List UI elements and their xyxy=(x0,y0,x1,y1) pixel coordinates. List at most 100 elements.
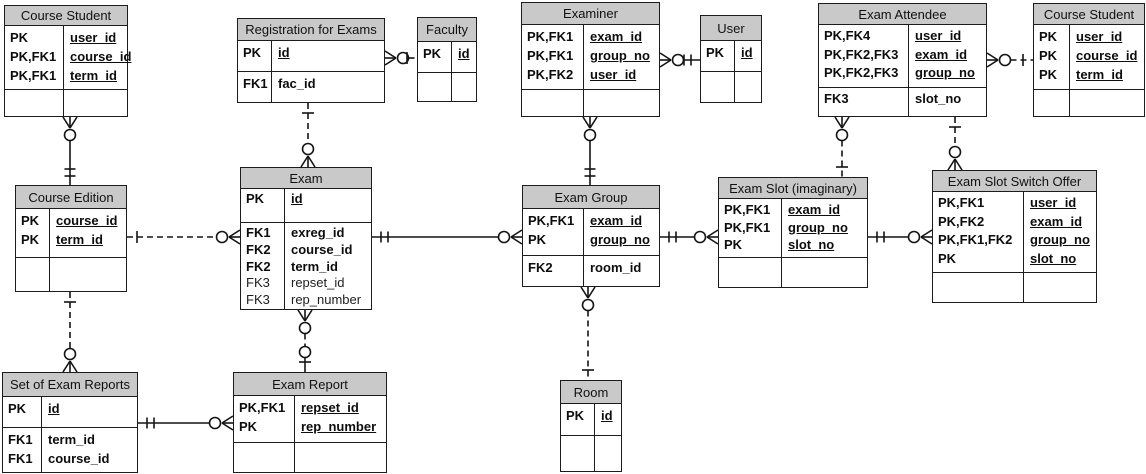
column-divider xyxy=(1023,192,1025,302)
field-name: group_no xyxy=(1030,232,1090,247)
connector-exam-attendee--course-student-right xyxy=(986,52,1033,68)
field-name: exam_id xyxy=(590,213,643,228)
field-name: group_no xyxy=(590,48,650,63)
field-name: term_id xyxy=(1076,67,1123,82)
field-name: course_id xyxy=(70,49,132,64)
key-label: PK xyxy=(243,45,262,60)
field-name: user_id xyxy=(590,67,637,82)
empty-section xyxy=(561,435,621,471)
field-row: PK id xyxy=(238,43,384,62)
table-title: Exam Slot Switch Offer xyxy=(933,171,1096,192)
field-name: room_id xyxy=(590,260,642,275)
field-name: exreg_id xyxy=(291,225,345,240)
connector-examiner--user xyxy=(659,52,700,68)
table-title: Exam Slot (imaginary) xyxy=(719,178,867,199)
field-name: user_id xyxy=(70,30,117,45)
field-name: term_id xyxy=(56,232,103,247)
key-label: FK3 xyxy=(246,275,270,291)
field-name: course_id xyxy=(48,451,110,466)
field-row: FK1 exreg_id xyxy=(241,225,371,242)
connector-set-of-exam-reports--exam-report xyxy=(138,415,234,431)
column-divider xyxy=(734,41,736,102)
field-name: slot_no xyxy=(788,237,835,252)
field-name: id xyxy=(458,46,470,61)
connector-course-edition--set-of-exam-reports xyxy=(62,292,78,373)
column-divider xyxy=(451,42,453,101)
field-name: id xyxy=(48,401,60,416)
key-label: PK,FK1 xyxy=(10,49,57,64)
field-row: PK user_id xyxy=(1034,27,1144,46)
empty-section xyxy=(5,89,127,116)
field-name: exam_id xyxy=(915,46,968,62)
field-name: fac_id xyxy=(278,76,316,91)
key-label: PK,FK4 xyxy=(824,28,871,43)
field-name: user_id xyxy=(1076,29,1123,44)
key-label: PK,FK1 xyxy=(724,219,771,235)
field-name: id xyxy=(601,408,613,423)
field-name: exam_id xyxy=(590,29,643,44)
key-label: PK xyxy=(21,232,40,247)
field-name: course_id xyxy=(56,213,118,228)
field-name: group_no xyxy=(590,232,650,247)
key-label: FK1 xyxy=(246,225,271,240)
column-divider xyxy=(271,41,273,102)
key-label: PK xyxy=(1039,29,1058,44)
column-divider xyxy=(583,209,585,286)
field-name: rep_number xyxy=(301,419,377,434)
empty-section xyxy=(522,89,659,116)
empty-section xyxy=(16,257,126,291)
field-name: id xyxy=(278,45,290,60)
field-name: exam_id xyxy=(788,202,841,217)
key-label: PK xyxy=(1039,67,1058,82)
connector-registration-for-exams--faculty xyxy=(384,50,417,66)
table-title: Faculty xyxy=(418,18,476,42)
table-title: Room xyxy=(561,381,621,404)
key-label: PK,FK1 xyxy=(528,213,575,228)
field-name: group_no xyxy=(915,65,975,80)
key-label: PK xyxy=(246,191,265,206)
table-title: Course Student xyxy=(1034,4,1144,25)
connector-exam--exam-group xyxy=(372,229,523,245)
